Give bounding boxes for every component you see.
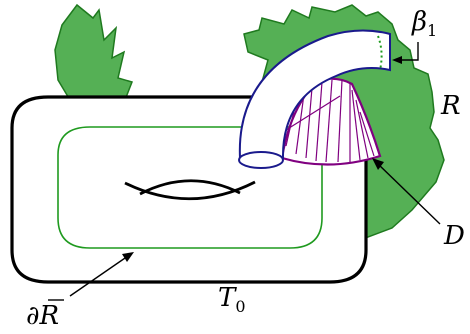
beta1-label: β1 [411,7,437,40]
boundary-r-label: ∂R [26,301,59,331]
tube-handle [238,29,391,159]
tube-bottom-opening [238,151,284,169]
beta1-curve [377,35,383,71]
boundary-r-arrow-line [69,255,129,297]
beta1-arrowhead [392,56,402,64]
boundary-r-arrowhead [122,252,134,262]
torus-hole-upper-curve [139,179,241,196]
d-arrow-line [377,163,441,225]
torus-hole-lower-curve [124,180,256,201]
d-label: D [443,221,465,251]
surface-r-left-wedge [54,3,133,101]
d-arrowhead [372,158,384,170]
t0-label: T0 [218,283,246,316]
r-label: R [440,91,461,121]
beta1-leader [398,42,419,61]
